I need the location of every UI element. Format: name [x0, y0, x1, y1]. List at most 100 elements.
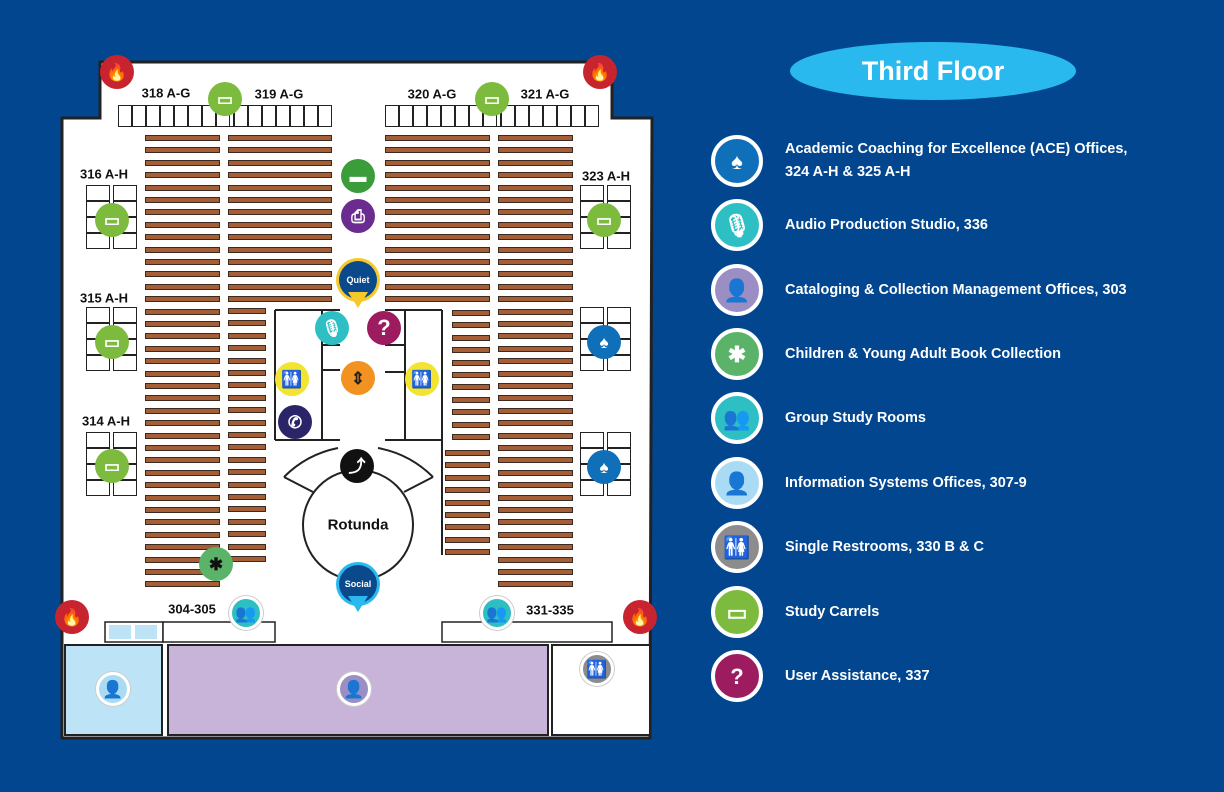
- legend-item: 👤Information Systems Offices, 307-9: [711, 457, 1027, 509]
- carrel: [441, 105, 455, 127]
- bookshelf: [145, 259, 220, 265]
- bookshelf: [145, 209, 220, 216]
- bookshelf: [498, 246, 573, 253]
- elevator-icon[interactable]: ⇕: [341, 361, 375, 395]
- carrel: [385, 105, 399, 127]
- carrel: [557, 105, 571, 127]
- carrel: [113, 307, 137, 323]
- room-label-318: 318 A-G: [141, 85, 191, 101]
- carrel: [607, 355, 631, 371]
- social-zone-marker[interactable]: Social: [339, 565, 377, 612]
- person-office-icon[interactable]: 👤: [96, 672, 130, 706]
- spade-icon[interactable]: ♠: [587, 325, 621, 359]
- room-label-320: 320 A-G: [407, 86, 457, 102]
- bookshelf: [145, 246, 220, 253]
- carrel: [262, 105, 276, 127]
- legend-item: 👤Cataloging & Collection Management Offi…: [711, 264, 1127, 316]
- carrel: [543, 105, 557, 127]
- study-carrel-icon[interactable]: ▭: [95, 325, 129, 359]
- bookshelf: [445, 536, 490, 543]
- group-study-icon[interactable]: 👥: [480, 596, 514, 630]
- carrel: [580, 185, 604, 201]
- carrel: [529, 105, 543, 127]
- bookshelf: [228, 469, 266, 476]
- bookshelf: [228, 494, 266, 500]
- computer-icon[interactable]: ▬: [341, 159, 375, 193]
- bookshelf: [498, 457, 573, 464]
- bookshelf: [145, 445, 220, 451]
- bookshelf: [228, 345, 266, 352]
- restroom-icon[interactable]: 🚻: [405, 362, 439, 396]
- bookshelf: [452, 434, 490, 440]
- carrel: [580, 432, 604, 448]
- bookshelf: [498, 172, 573, 179]
- carrel: [118, 105, 132, 127]
- bookshelf: [452, 334, 490, 341]
- bookshelf: [385, 221, 490, 228]
- carrel: [607, 432, 631, 448]
- bookshelf: [145, 147, 220, 154]
- legend-label: Single Restrooms, 330 B & C: [785, 536, 984, 559]
- restroom-icon[interactable]: 🚻: [580, 652, 614, 686]
- bookshelf: [228, 184, 332, 191]
- bookshelf: [498, 283, 573, 290]
- carrel: [580, 233, 604, 249]
- restroom-icon[interactable]: 🚻: [275, 362, 309, 396]
- bookshelf: [498, 531, 573, 538]
- study-carrel-icon[interactable]: ▭: [587, 203, 621, 237]
- legend-label: Group Study Rooms: [785, 407, 926, 430]
- bookshelf: [498, 544, 573, 551]
- floor-title: Third Floor: [790, 42, 1076, 100]
- bookshelf: [452, 421, 490, 428]
- study-carrel-icon[interactable]: ▭: [95, 203, 129, 237]
- bookshelf: [228, 518, 266, 525]
- bookshelf: [498, 432, 573, 439]
- bookshelf: [228, 259, 332, 265]
- printer-icon[interactable]: ⎙: [341, 199, 375, 233]
- carrel: [86, 185, 110, 201]
- bookshelf: [498, 321, 573, 327]
- question-icon[interactable]: ?: [367, 311, 401, 345]
- carrel: [113, 432, 137, 448]
- person-office-icon[interactable]: 👤: [337, 672, 371, 706]
- carrel: [413, 105, 427, 127]
- spade-icon: ♠: [711, 135, 763, 187]
- stairs-icon[interactable]: ⤴: [340, 449, 374, 483]
- legend-label: Study Carrels: [785, 601, 879, 624]
- bookshelf: [145, 296, 220, 303]
- phone-icon[interactable]: ✆: [278, 405, 312, 439]
- carrel: [86, 355, 110, 371]
- room-label-316: 316 A-H: [80, 166, 128, 182]
- bookshelf: [385, 147, 490, 154]
- microphone-icon[interactable]: 🎙: [315, 311, 349, 345]
- bookshelf: [498, 482, 573, 489]
- microphone-icon: 🎙: [711, 199, 763, 251]
- legend-item: ✱Children & Young Adult Book Collection: [711, 328, 1061, 380]
- study-carrel-icon[interactable]: ▭: [95, 449, 129, 483]
- quiet-zone-marker[interactable]: Quiet: [339, 261, 377, 308]
- study-carrel-icon[interactable]: ▭: [208, 82, 242, 116]
- carrel: [86, 480, 110, 496]
- bookshelf: [145, 581, 220, 588]
- bookshelf: [228, 419, 266, 426]
- bookshelf: [498, 147, 573, 154]
- legend-label: Children & Young Adult Book Collection: [785, 343, 1061, 366]
- study-carrel-icon[interactable]: ▭: [475, 82, 509, 116]
- bookshelf: [228, 159, 332, 166]
- group-study-icon[interactable]: 👥: [229, 596, 263, 630]
- carrel: [515, 105, 529, 127]
- bookshelf: [228, 407, 266, 414]
- bookshelf: [498, 383, 573, 389]
- child-icon[interactable]: ✱: [199, 547, 233, 581]
- spade-icon[interactable]: ♠: [587, 450, 621, 484]
- room-label-323: 323 A-H: [582, 168, 630, 184]
- bookshelf: [445, 487, 490, 494]
- bookshelf: [228, 296, 332, 303]
- bookshelf: [145, 482, 220, 489]
- bookshelf: [145, 432, 220, 439]
- bookshelf: [228, 234, 332, 241]
- bookshelf: [145, 271, 220, 278]
- bookshelf: [498, 308, 573, 315]
- bookshelf: [145, 531, 220, 538]
- bookshelf: [145, 221, 220, 228]
